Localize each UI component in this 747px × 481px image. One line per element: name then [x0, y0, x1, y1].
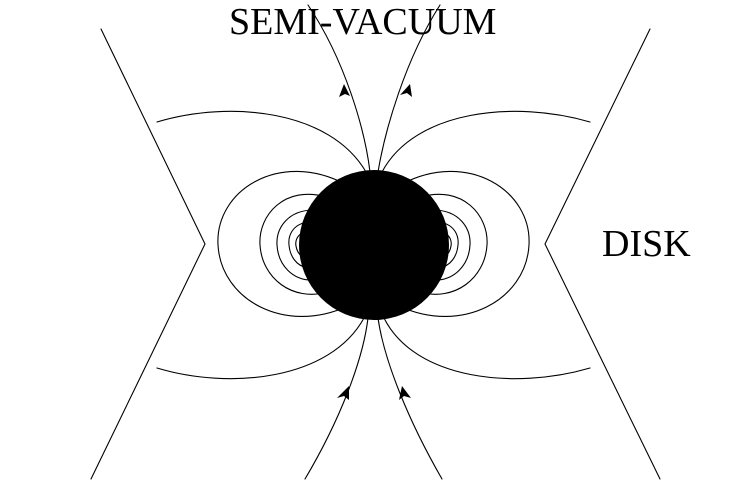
- arrow-up-lower-right-icon: [399, 386, 411, 400]
- semi-vacuum-label: SEMI-VACUUM: [229, 1, 497, 43]
- open-field-line-upper-right: [377, 4, 441, 173]
- closed-loop-right-2: [418, 193, 488, 295]
- closed-loop-left-4: [288, 221, 309, 269]
- outer-loop-right: [381, 110, 591, 173]
- outer-loop-right-lower: [383, 317, 591, 380]
- arrow-up-lower-left-icon: [337, 386, 349, 400]
- open-field-line-lower-right: [377, 317, 443, 480]
- outer-loop-left-lower: [156, 317, 365, 380]
- closed-loop-right-1: [398, 170, 530, 317]
- disk-boundary-right: [544, 28, 661, 480]
- central-star: [299, 170, 449, 320]
- arrow-up-right-icon: [400, 84, 412, 97]
- closed-loop-right-4: [438, 221, 459, 269]
- open-field-line-lower-left: [304, 317, 369, 480]
- closed-loop-left-3: [276, 209, 317, 281]
- disk-boundary-left: [90, 28, 206, 480]
- open-field-line-upper-left: [307, 4, 371, 173]
- disk-label: DISK: [602, 223, 691, 265]
- closed-loop-right-3: [430, 209, 471, 281]
- outer-loop-left: [156, 110, 367, 173]
- closed-loop-left-1: [217, 170, 349, 317]
- closed-loop-left-2: [259, 193, 329, 295]
- arrow-up-left-icon: [339, 84, 350, 97]
